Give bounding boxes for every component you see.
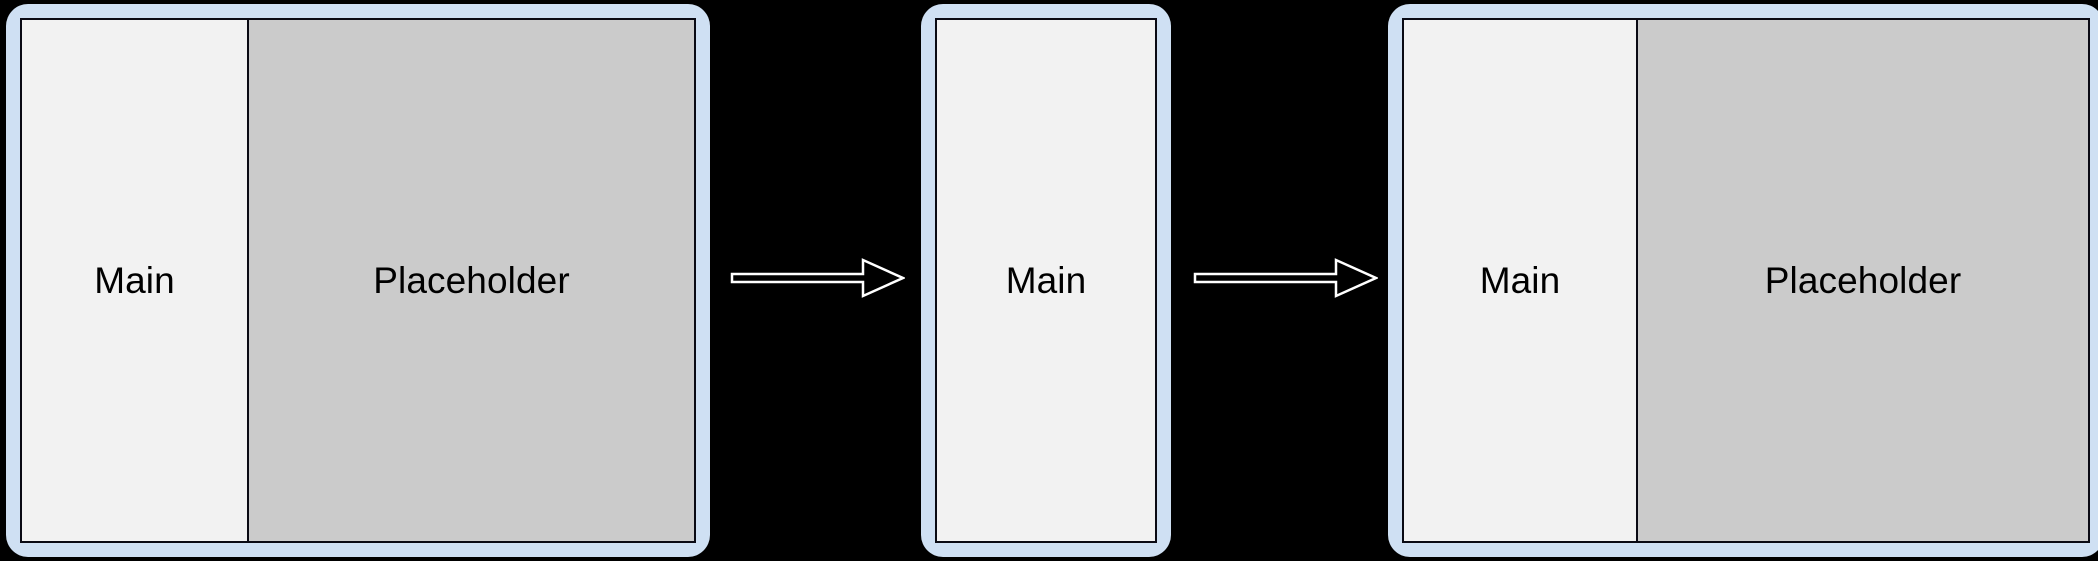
card-1-panel-main-label: Main xyxy=(94,260,175,301)
card-3-panel-placeholder-label: Placeholder xyxy=(1764,260,1962,301)
card-1-inner: Main Placeholder xyxy=(20,18,696,543)
arrow-right-icon-1 xyxy=(730,255,905,301)
card-1-panel-placeholder[interactable]: Placeholder xyxy=(247,20,694,541)
card-1-panel-main[interactable]: Main xyxy=(22,20,247,541)
card-3-inner: Main Placeholder xyxy=(1402,18,2090,543)
arrow-right-icon-2 xyxy=(1193,255,1378,301)
card-2-inner: Main xyxy=(935,18,1157,543)
card-2-panel-main-label: Main xyxy=(1005,260,1087,301)
card-3-panel-main[interactable]: Main xyxy=(1404,20,1636,541)
card-1[interactable]: Main Placeholder xyxy=(6,4,710,557)
card-3-panel-placeholder[interactable]: Placeholder xyxy=(1636,20,2088,541)
card-2-panel-main[interactable]: Main xyxy=(937,20,1155,541)
card-3[interactable]: Main Placeholder xyxy=(1388,4,2098,557)
card-3-panel-main-label: Main xyxy=(1479,260,1561,301)
card-1-panel-placeholder-label: Placeholder xyxy=(373,260,570,301)
card-2[interactable]: Main xyxy=(921,4,1171,557)
